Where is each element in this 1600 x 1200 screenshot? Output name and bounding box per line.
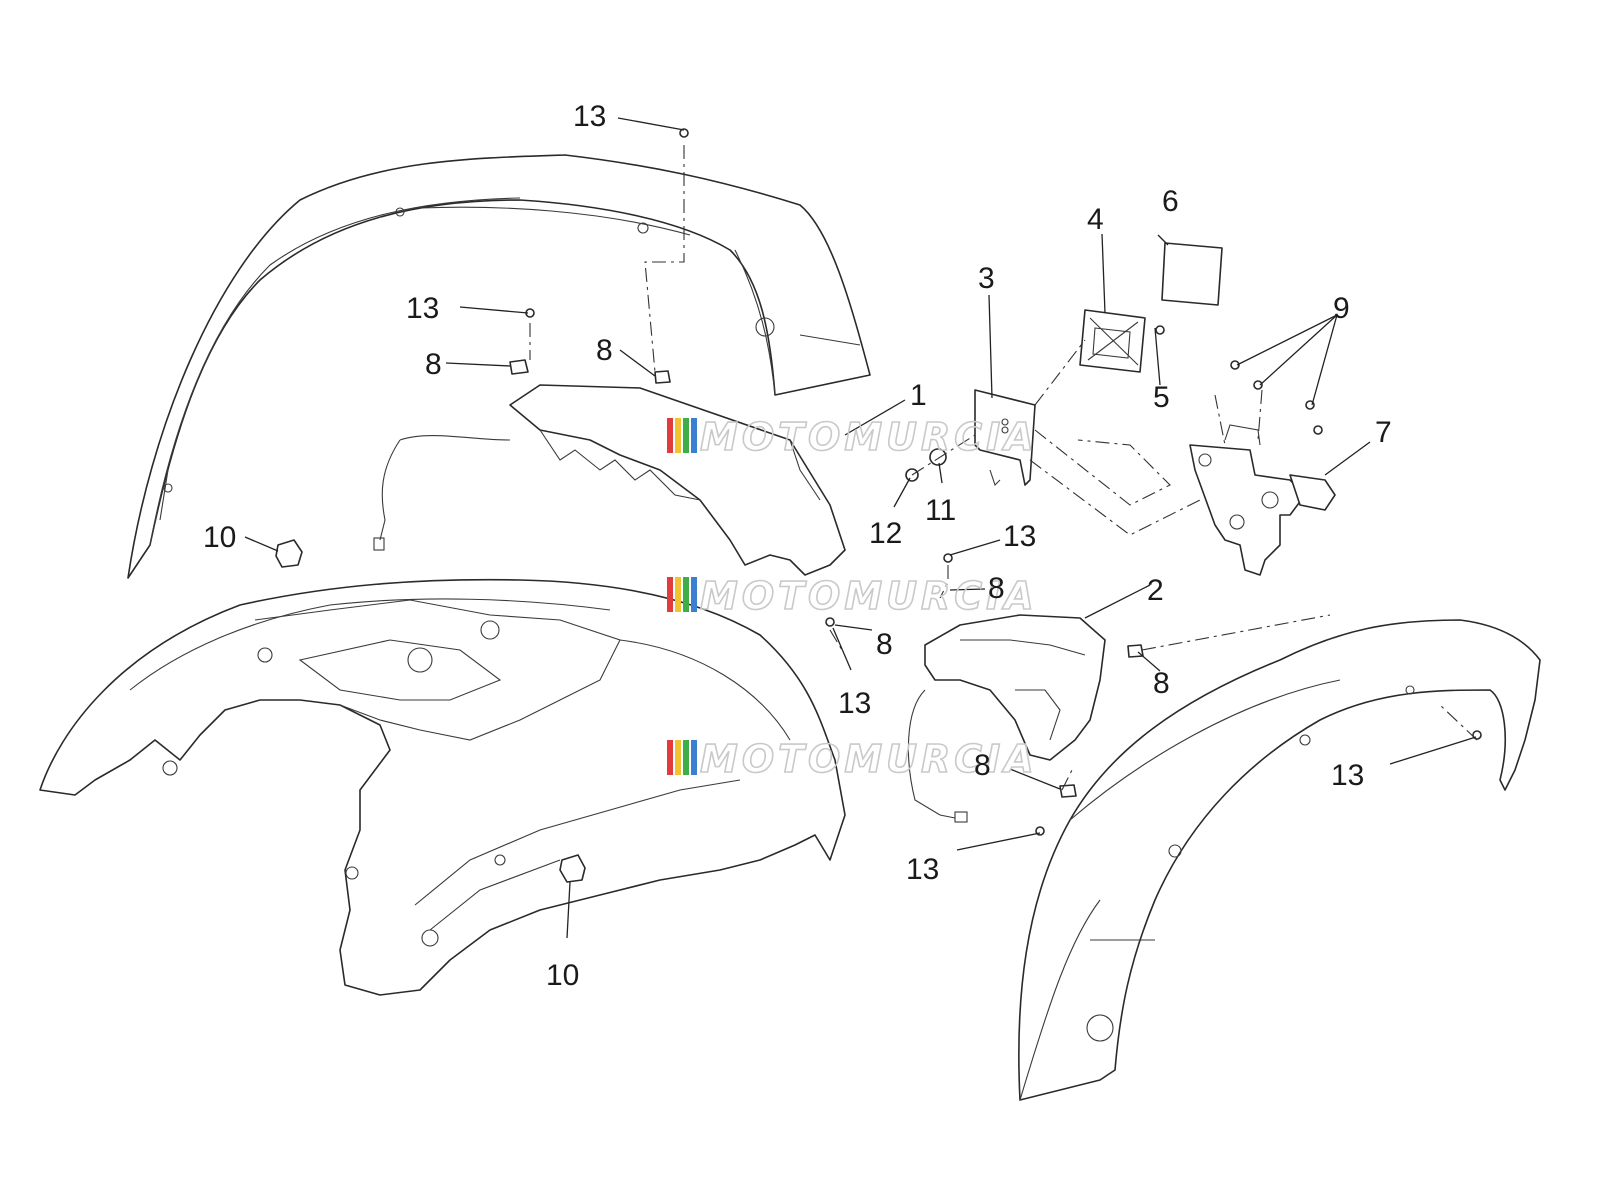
watermark-label: MOTOMURCIA bbox=[700, 574, 1038, 618]
callout-13: 13 bbox=[906, 853, 939, 886]
watermark-stripe-green bbox=[683, 418, 689, 453]
callout-13: 13 bbox=[838, 687, 871, 720]
reflector bbox=[1161, 242, 1223, 306]
left-inner-tail-piece bbox=[373, 384, 846, 576]
watermark-stripe-blue bbox=[691, 418, 697, 453]
callout-8: 8 bbox=[974, 749, 991, 782]
watermark-stripe-red bbox=[667, 418, 673, 453]
callout-8: 8 bbox=[1153, 667, 1170, 700]
watermark-stripe-yellow bbox=[675, 740, 681, 775]
callout-13: 13 bbox=[1003, 520, 1036, 553]
watermark-top: MOTOMURCIA bbox=[667, 414, 1038, 460]
leader-lines bbox=[244, 117, 1477, 939]
callout-10: 10 bbox=[203, 521, 236, 554]
callout-2: 2 bbox=[1147, 574, 1164, 607]
license-plate-mount bbox=[974, 389, 1036, 487]
callout-8: 8 bbox=[596, 334, 613, 367]
watermark-stripe-green bbox=[683, 740, 689, 775]
callout-6: 6 bbox=[1162, 185, 1179, 218]
watermark-stripe-red bbox=[667, 740, 673, 775]
assembly-lines bbox=[529, 145, 1478, 791]
mounting-bracket bbox=[1189, 424, 1336, 576]
watermark-stripe-blue bbox=[691, 577, 697, 612]
callout-12: 12 bbox=[869, 517, 902, 550]
callout-7: 7 bbox=[1375, 416, 1392, 449]
callout-5: 5 bbox=[1153, 381, 1170, 414]
upper-left-fairing bbox=[127, 154, 871, 579]
callout-3: 3 bbox=[978, 262, 995, 295]
fasteners bbox=[509, 128, 1482, 836]
callout-9: 9 bbox=[1333, 292, 1350, 325]
callout-13: 13 bbox=[406, 292, 439, 325]
watermark-stripe-green bbox=[683, 577, 689, 612]
callout-8: 8 bbox=[876, 628, 893, 661]
watermark-label: MOTOMURCIA bbox=[700, 415, 1038, 459]
light-lens bbox=[1079, 309, 1146, 373]
callout-10: 10 bbox=[546, 959, 579, 992]
callout-11: 11 bbox=[925, 494, 956, 527]
lower-right-fairing bbox=[1018, 619, 1541, 1101]
callout-1: 1 bbox=[910, 379, 927, 412]
callout-8: 8 bbox=[988, 572, 1005, 605]
watermark-stripe-red bbox=[667, 577, 673, 612]
watermark-stripe-yellow bbox=[675, 418, 681, 453]
watermark-bottom: MOTOMURCIA bbox=[667, 736, 1038, 782]
callout-labels: 13 13 8 8 1 10 12 11 3 4 6 5 9 7 13 8 2 … bbox=[203, 100, 1392, 992]
clip-part-lower bbox=[559, 854, 586, 883]
right-inner-tail-piece bbox=[907, 614, 1106, 823]
watermark-stripe-yellow bbox=[675, 577, 681, 612]
clip-part-upper bbox=[275, 539, 303, 568]
watermark-stripe-blue bbox=[691, 740, 697, 775]
watermark-middle: MOTOMURCIA bbox=[667, 573, 1038, 619]
callout-13: 13 bbox=[1331, 759, 1364, 792]
rear-body-shell bbox=[39, 578, 846, 996]
watermark-label: MOTOMURCIA bbox=[700, 737, 1038, 781]
callout-4: 4 bbox=[1087, 203, 1104, 236]
callout-8: 8 bbox=[425, 348, 442, 381]
callout-13: 13 bbox=[573, 100, 606, 133]
